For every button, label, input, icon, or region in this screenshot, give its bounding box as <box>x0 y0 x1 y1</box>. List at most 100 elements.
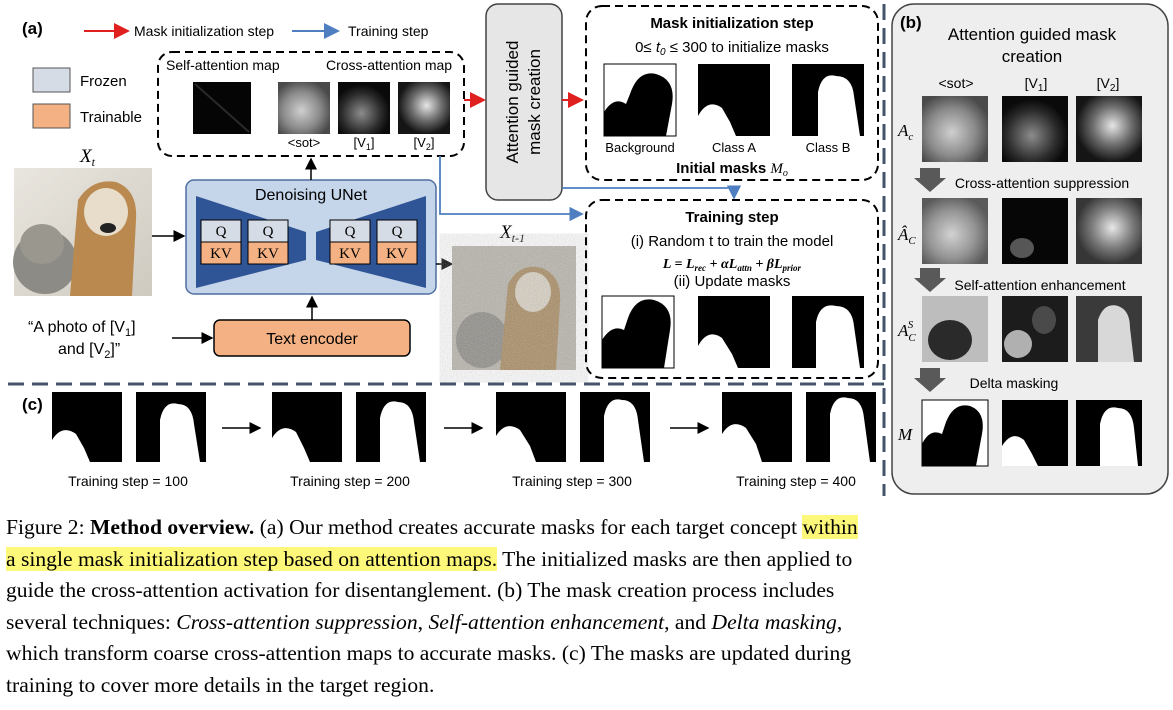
noisy-image-xt1 <box>452 246 576 370</box>
step-label-400: Training step = 400 <box>736 473 856 489</box>
unet-title: Denoising UNet <box>255 187 368 204</box>
caption-line-1: Figure 2: Method overview. (a) Our metho… <box>6 512 1168 544</box>
step-300-masks <box>496 392 650 462</box>
col-label-sot: <sot> <box>938 75 973 91</box>
map-ac-v1 <box>1002 96 1068 162</box>
step-delta-masking: Delta masking <box>970 375 1059 391</box>
legend-mask-init-label: Mask initialization step <box>134 23 274 39</box>
down-arrow-3 <box>914 368 946 392</box>
self-attention-label: Self-attention map <box>166 57 280 73</box>
token-sot-label: <sot> <box>288 135 321 150</box>
panel-b-label: (b) <box>900 13 922 32</box>
row-label-m: M <box>897 425 913 444</box>
cross-attention-label: Cross-attention map <box>326 57 452 73</box>
svg-text:Q: Q <box>392 224 403 240</box>
prompt-line-1: “A photo of [V1] <box>28 319 136 339</box>
training-step-box <box>585 199 879 379</box>
initial-mask-class-a <box>698 64 770 136</box>
unet-attention-blocks: QKV QKV QKV QKV <box>200 219 418 265</box>
attention-maps-box <box>157 51 465 157</box>
svg-text:Q: Q <box>263 224 274 240</box>
caption-text: (a) Our method creates accurate masks fo… <box>254 515 803 539</box>
panel-b-title-line1: Attention guided mask <box>948 25 1117 44</box>
panel-b-title-line2: creation <box>1002 47 1062 66</box>
training-step-line1: (i) Random t to train the model <box>631 233 834 250</box>
mask-init-range: 0≤ t0 ≤ 300 to initialize masks <box>635 39 829 58</box>
token-v2-label: [V2] <box>414 135 435 152</box>
caption-line-6: training to cover more details in the ta… <box>6 670 1168 702</box>
legend-trainable-label: Trainable <box>80 109 142 126</box>
caption-italic-term: Self-attention enhancement <box>428 609 665 634</box>
step-label-100: Training step = 100 <box>68 473 188 489</box>
svg-text:KV: KV <box>257 246 279 262</box>
initial-mask-class-b <box>792 64 864 136</box>
svg-text:KV: KV <box>339 246 361 262</box>
training-loss-equation: L = Lrec + αLattn + βLprior <box>662 257 802 273</box>
caption-line-2: a single mask initialization step based … <box>6 544 1168 576</box>
mask-creation-box <box>485 3 563 201</box>
caption-text: , <box>836 609 843 634</box>
caption-line-5: which transform coarse cross-attention m… <box>6 638 1168 670</box>
down-arrow-2 <box>914 268 946 292</box>
mask-init-title: Mask initialization step <box>650 15 813 32</box>
attn-block-3: Q KV <box>329 219 371 265</box>
mask-init-box <box>585 5 879 181</box>
caption-italic-term: Cross-attention suppression <box>176 609 418 634</box>
row-label-ac-hat: ÂC <box>897 225 916 247</box>
attn-block-2: Q KV <box>247 219 289 265</box>
mask-m-v1 <box>1002 400 1068 466</box>
training-path-1 <box>439 156 584 222</box>
xt1-label: Xt-1 <box>499 222 525 245</box>
caption-italic-term: Delta masking <box>711 609 837 634</box>
mask-m-v2 <box>1076 400 1142 466</box>
prompt-line-2: and [V2]” <box>58 341 120 361</box>
caption-text: training to cover more details in the ta… <box>6 672 435 697</box>
step-200-masks <box>272 392 426 462</box>
mask-m-background <box>921 399 989 467</box>
caption-text: The initialized masks are then applied t… <box>497 546 853 571</box>
denoising-unet <box>185 179 437 295</box>
figure-caption: Figure 2: Method overview. (a) Our metho… <box>6 512 1168 701</box>
step-100-masks <box>52 392 206 462</box>
panel-c-label: (c) <box>22 395 43 414</box>
updated-mask-class-b <box>792 296 864 368</box>
map-ac-hat-v2 <box>1076 198 1142 264</box>
step-label-300: Training step = 300 <box>512 473 632 489</box>
map-ac-sot <box>922 96 988 162</box>
caption-line-3: guide the cross-attention activation for… <box>6 575 1168 607</box>
caption-title: Method overview. <box>89 515 255 539</box>
cross-attention-map-v1 <box>338 82 390 134</box>
caption-highlight: a single mask initialization step based … <box>6 546 498 571</box>
caption-text: guide the cross-attention activation for… <box>6 578 835 602</box>
caption-text: , and <box>664 609 712 634</box>
map-ac-hat-sot <box>922 198 988 264</box>
panel-a-label: (a) <box>22 19 43 38</box>
input-image-xt <box>13 168 152 296</box>
method-overview-figure: (a) Mask initialization step Training st… <box>8 3 1169 496</box>
xt-label: Xt <box>79 146 96 169</box>
svg-text:KV: KV <box>210 246 232 262</box>
attn-block-1: QKV <box>200 219 242 265</box>
caption-text: several techniques: <box>6 609 177 634</box>
col-label-v2: [V2] <box>1097 75 1120 94</box>
cross-attention-map-sot <box>278 82 330 134</box>
caption-text: , <box>417 609 429 634</box>
caption-text: which transform coarse cross-attention m… <box>6 641 852 665</box>
caption-highlight: within <box>802 515 858 539</box>
svg-text:KV: KV <box>386 246 408 262</box>
col-label-v1: [V1] <box>1025 75 1048 94</box>
token-v1-label: [V1] <box>354 135 375 152</box>
self-attention-diagonal <box>194 83 250 133</box>
legend-frozen-swatch <box>32 67 71 93</box>
mask-label-class-a: Class A <box>712 140 756 155</box>
svg-text:Q: Q <box>345 224 356 240</box>
panel-c-masks <box>52 392 876 462</box>
mask-creation-line1: Attention guided <box>503 41 522 164</box>
caption-line-4: several techniques: Cross-attention supp… <box>6 607 1168 639</box>
cross-attention-map-v2 <box>398 82 450 134</box>
training-path-2 <box>562 185 742 200</box>
step-cross-attention-suppression: Cross-attention suppression <box>955 175 1129 191</box>
row-label-ac-s: ACS <box>897 319 916 344</box>
updated-mask-background <box>601 295 675 369</box>
training-step-line2: (ii) Update masks <box>674 273 791 290</box>
